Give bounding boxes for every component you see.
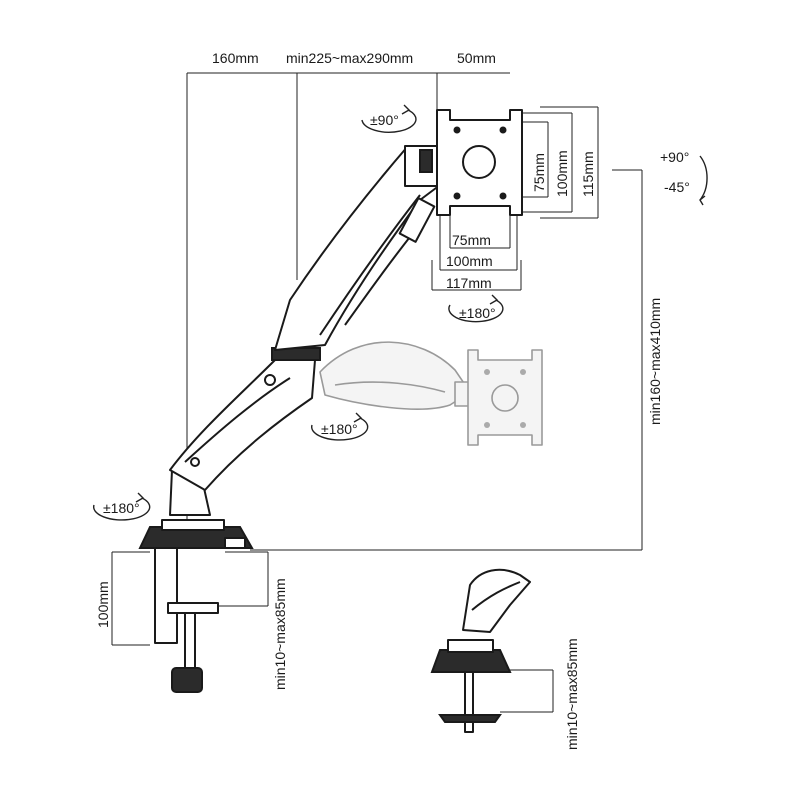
label-arm-extension: min225~max290mm	[286, 50, 413, 66]
label-tilt-down: -45°	[664, 179, 690, 195]
label-vesa-100-vertical: 100mm	[554, 150, 570, 197]
label-vesa-100-horizontal: 100mm	[446, 253, 493, 269]
label-swivel-mid: ±180°	[321, 421, 358, 437]
label-grommet-thickness: min10~max85mm	[564, 638, 580, 750]
grommet-mount-view	[430, 568, 531, 733]
label-160mm: 160mm	[212, 50, 259, 66]
label-swivel-base: ±180°	[103, 500, 140, 516]
rotation-arrows	[92, 104, 708, 521]
rotation-arrow-icon	[361, 104, 417, 133]
label-head-rotate: ±90°	[370, 112, 399, 128]
ghost-arm-position	[319, 341, 543, 446]
label-vesa-115-vertical: 115mm	[580, 151, 596, 197]
label-vesa-75-vertical: 75mm	[531, 153, 547, 192]
monitor-arm	[138, 109, 523, 693]
rotation-arrow-icon	[310, 412, 369, 441]
label-50mm: 50mm	[457, 50, 496, 66]
label-height-range: min160~max410mm	[647, 298, 663, 425]
label-vesa-117-horizontal: 117mm	[446, 275, 492, 291]
rotation-arrow-icon	[699, 155, 708, 206]
rotation-arrow-icon	[92, 492, 151, 521]
label-clamp-height: 100mm	[95, 581, 111, 628]
label-tilt-up: +90°	[660, 149, 689, 165]
label-clamp-thickness: min10~max85mm	[272, 578, 288, 690]
dimension-labels: 160mm min225~max290mm 50mm 75mm 100mm 11…	[95, 50, 663, 750]
label-swivel-head: ±180°	[459, 305, 496, 321]
rotation-arrow-icon	[448, 294, 504, 323]
label-vesa-75-horizontal: 75mm	[452, 232, 491, 248]
rotation-labels: ±90° +90° -45° ±180° ±180° ±180°	[103, 112, 690, 516]
